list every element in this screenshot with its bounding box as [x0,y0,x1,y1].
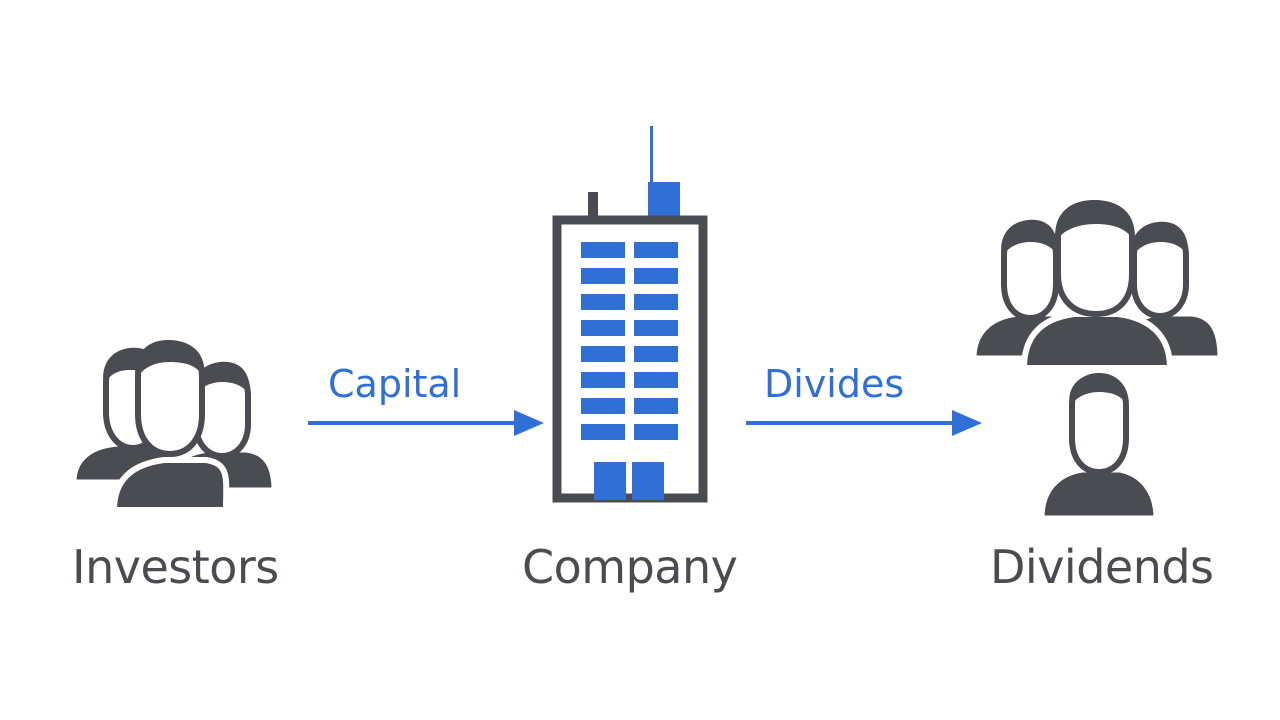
capital-edge-label: Capital [328,362,462,406]
person-center-icon [110,340,230,513]
building-windows [581,242,678,440]
shareholder-single-icon [1039,372,1159,521]
building-door [594,462,664,500]
shareholder-center-icon [1020,200,1174,371]
dividends-label: Dividends [990,540,1214,594]
shareholders-icon [971,200,1223,521]
divides-arrow-icon [746,410,982,436]
divides-edge-label: Divides [764,362,905,406]
investors-label: Investors [72,540,279,594]
company-label: Company [522,540,738,594]
office-building-icon [552,126,708,503]
people-group-icon [71,340,277,513]
capital-arrow-icon [308,410,544,436]
